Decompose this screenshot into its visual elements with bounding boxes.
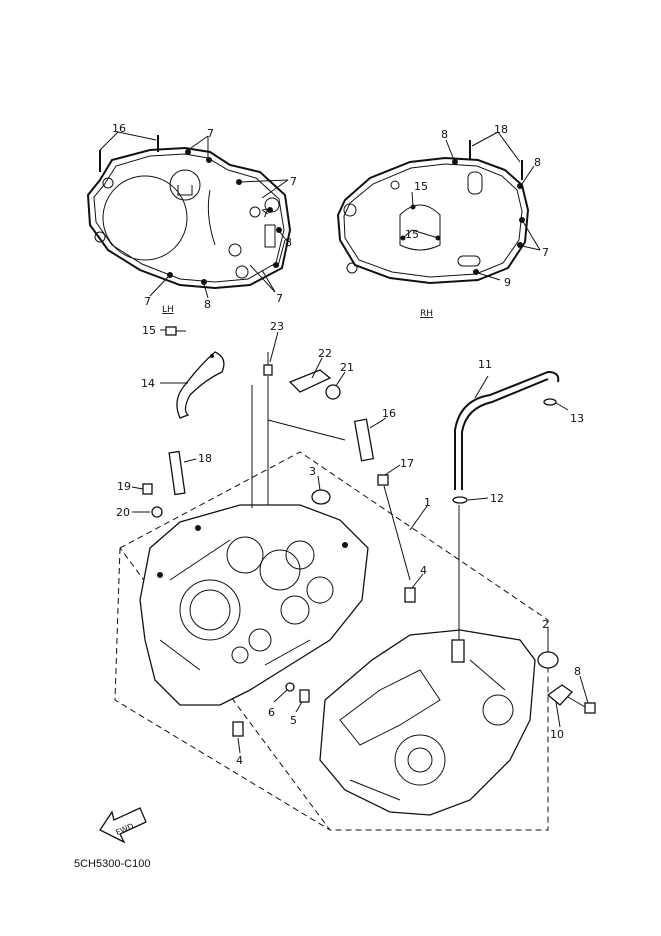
callout-15: 15 xyxy=(414,180,428,193)
breather-hose xyxy=(454,370,560,490)
callout-12: 12 xyxy=(490,492,504,505)
callout-15: 15 xyxy=(405,228,419,241)
rh-label: RH xyxy=(420,309,433,319)
callout-7: 7 xyxy=(262,207,269,220)
lh-crankcase-view xyxy=(86,131,292,299)
callout-13: 13 xyxy=(570,412,584,425)
oil-seal-3 xyxy=(311,489,331,505)
callout-7: 7 xyxy=(207,127,214,140)
callout-21: 21 xyxy=(340,361,354,374)
callout-labels: 16 7 7 7 8 7 7 8 LH 8 18 8 15 15 7 9 RH … xyxy=(112,122,584,767)
plate-14 xyxy=(176,351,225,419)
dashed-assembly-outline xyxy=(114,451,549,831)
hose-clip-12 xyxy=(452,496,468,504)
callout-15: 15 xyxy=(142,324,156,337)
dowel-pin-4b xyxy=(232,721,244,737)
callout-11: 11 xyxy=(478,358,492,371)
callout-22: 22 xyxy=(318,347,332,360)
callout-7: 7 xyxy=(290,175,297,188)
callout-8: 8 xyxy=(204,298,211,311)
right-crankcase-half xyxy=(319,629,536,816)
holder-10 xyxy=(546,684,573,706)
callout-8: 8 xyxy=(534,156,541,169)
callout-17: 17 xyxy=(400,457,414,470)
callout-7: 7 xyxy=(144,295,151,308)
rh-crankcase-view xyxy=(336,131,541,285)
callout-14: 14 xyxy=(141,377,155,390)
seal-20 xyxy=(151,506,163,518)
callout-16: 16 xyxy=(112,122,126,135)
callout-9: 9 xyxy=(504,276,511,289)
bolt-23 xyxy=(263,352,273,376)
callout-4: 4 xyxy=(236,754,243,767)
dowel-pin-4a xyxy=(404,587,416,603)
stud-bolt-16 xyxy=(353,418,375,462)
cap-21 xyxy=(325,384,341,400)
callout-20: 20 xyxy=(116,506,130,519)
callout-23: 23 xyxy=(270,320,284,333)
hose-clip-13 xyxy=(543,398,557,406)
collar-5 xyxy=(299,689,310,703)
callout-10: 10 xyxy=(550,728,564,741)
callout-5: 5 xyxy=(290,714,297,727)
o-ring-6 xyxy=(285,682,295,692)
callout-7: 7 xyxy=(542,246,549,259)
callout-16: 16 xyxy=(382,407,396,420)
callout-8: 8 xyxy=(574,665,581,678)
leader-lines xyxy=(131,329,589,754)
callout-1: 1 xyxy=(424,496,431,509)
stud-bolt-18 xyxy=(168,450,186,496)
bolt-15 xyxy=(165,326,186,336)
lh-label: LH xyxy=(162,305,174,315)
callout-19: 19 xyxy=(117,480,131,493)
callout-8: 8 xyxy=(285,236,292,249)
oil-seal-2 xyxy=(537,651,559,669)
bolt-8 xyxy=(567,696,596,714)
callout-8: 8 xyxy=(441,128,448,141)
pin-19 xyxy=(142,483,153,495)
callout-18: 18 xyxy=(198,452,212,465)
callout-18: 18 xyxy=(494,123,508,136)
fwd-arrow-icon: FWD xyxy=(99,807,147,844)
left-crankcase-half xyxy=(139,504,369,706)
callout-7: 7 xyxy=(276,292,283,305)
plate-22 xyxy=(288,369,332,393)
callout-3: 3 xyxy=(309,465,316,478)
diagram-code: 5CH5300-C100 xyxy=(74,858,151,870)
callout-2: 2 xyxy=(542,618,549,631)
dowel-17 xyxy=(377,474,389,486)
callout-6: 6 xyxy=(268,706,275,719)
callout-4: 4 xyxy=(420,564,427,577)
